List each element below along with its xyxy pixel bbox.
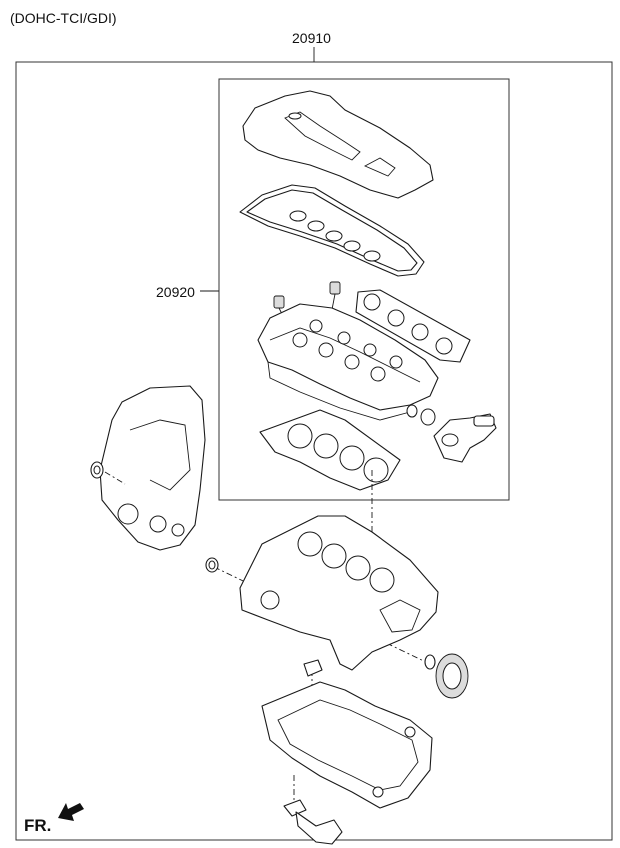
cylinder-head[interactable]	[257, 303, 439, 421]
valve-cover[interactable]	[242, 90, 434, 199]
oil-strainer[interactable]	[283, 799, 343, 845]
front-crank-seal[interactable]	[90, 461, 104, 479]
oil-pan[interactable]	[261, 681, 433, 809]
oil-passage-gasket[interactable]	[303, 659, 323, 677]
block-o-ring[interactable]	[205, 557, 219, 573]
front-direction-label: FR.	[24, 816, 52, 835]
part-number-valve-grinding-kit[interactable]: 20920	[156, 284, 195, 300]
front-direction-arrow-icon	[58, 803, 84, 821]
engine-type-label: (DOHC-TCI/GDI)	[10, 10, 117, 26]
part-number-gasket-kit[interactable]: 20910	[292, 30, 331, 46]
cylinder-block[interactable]	[239, 515, 439, 671]
head-o-rings[interactable]	[406, 404, 436, 426]
valve-stem-seals[interactable]	[273, 281, 341, 331]
cylinder-head-gasket[interactable]	[259, 409, 401, 491]
water-outlet-fitting[interactable]	[433, 413, 497, 463]
exhaust-manifold-gasket[interactable]	[355, 289, 471, 363]
timing-chain-cover[interactable]	[99, 385, 206, 551]
rocker-cover-gasket[interactable]	[239, 184, 425, 277]
rear-crank-seal[interactable]	[424, 653, 469, 699]
inner-kit-frame	[218, 78, 510, 501]
